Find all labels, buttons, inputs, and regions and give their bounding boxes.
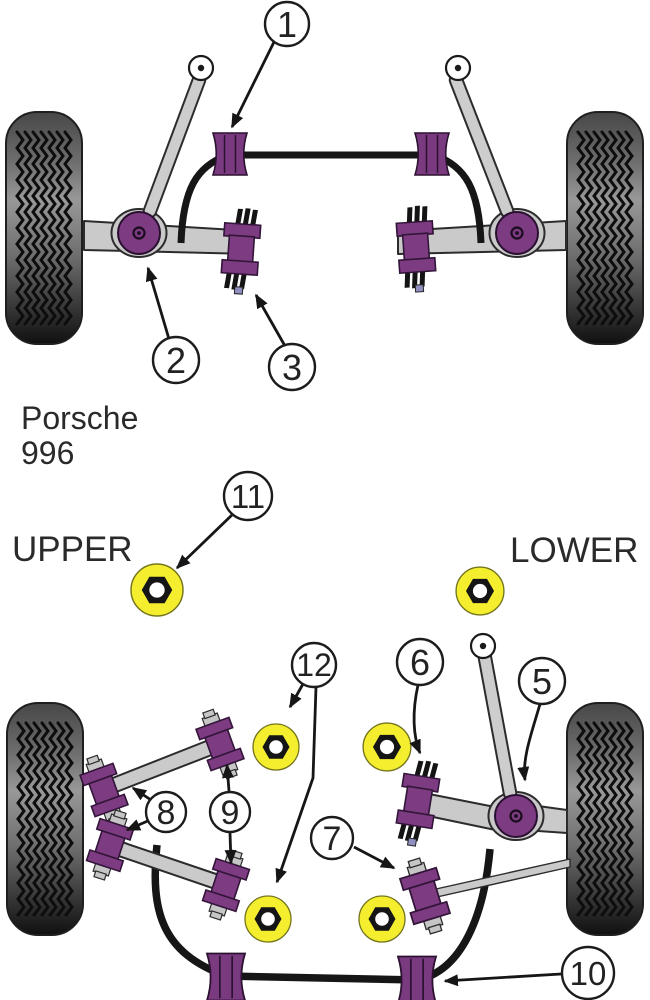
callout-5: 5 [517, 656, 567, 706]
tire-front-right [567, 112, 643, 344]
upper-section-label: UPPER [12, 530, 133, 569]
callout-3: 3 [267, 342, 317, 392]
callout-10-arrow [443, 972, 562, 987]
callout-10-circle [560, 945, 616, 1000]
callout-7-circle [309, 815, 355, 861]
rear-arb-bushing-left [206, 952, 246, 1000]
lower-yellow-nut-bushing [455, 566, 505, 616]
callout-2-number: 2 [166, 340, 186, 381]
rear-anti-roll-bar [151, 844, 494, 984]
callout-12-arrow-short [288, 683, 305, 709]
rear-suspension-illustration [74, 632, 571, 1000]
tire-front-left [6, 112, 82, 344]
callout-1-number: 1 [277, 4, 297, 45]
callout-9-arrow-down [224, 832, 237, 865]
callout-6: 6 [395, 637, 445, 687]
front-left-ball-joint [187, 54, 215, 82]
front-arb-bushing-left [212, 132, 248, 176]
front-left-hub-bushing [116, 210, 162, 256]
callout-1: 1 [263, 0, 311, 48]
front-right-ball-joint [444, 54, 472, 82]
rear-upper-link-arm [99, 737, 223, 797]
callout-11: 11 [222, 470, 274, 522]
vehicle-name-line1: Porsche [21, 400, 138, 436]
callout-11-number: 11 [231, 478, 265, 515]
rear-yellow-nut-lower-left [244, 895, 292, 943]
callout-10: 10 [560, 945, 616, 1000]
callout-9: 9 [208, 790, 252, 834]
rear-hub-bushing [493, 793, 539, 839]
callout-6-circle [395, 637, 445, 687]
callout-5-number: 5 [532, 661, 552, 702]
callout-7-number: 7 [323, 820, 342, 858]
callout-8-circle [144, 790, 188, 834]
rear-drop-link [477, 650, 518, 801]
upper-yellow-nut-bushing [130, 563, 184, 617]
callout-2-arrow [145, 266, 171, 340]
callout-9-number: 9 [221, 794, 240, 832]
callout-3-number: 3 [282, 347, 302, 388]
callout-7: 7 [309, 815, 355, 861]
callout-11-circle [222, 470, 274, 522]
callout-1-arrow [230, 41, 276, 129]
callout-12-arrow-long [275, 686, 318, 884]
tire-rear-left [7, 703, 83, 935]
callout-8-arrow-lower [125, 818, 151, 832]
vehicle-name-line2: 996 [21, 435, 74, 471]
callout-12: 12 [290, 641, 338, 689]
callout-8: 8 [144, 790, 188, 834]
callout-9-circle [208, 790, 252, 834]
callout-5-arrow [517, 703, 542, 782]
front-arb-bushing-right [414, 132, 450, 176]
callout-3-arrow [254, 293, 287, 347]
callout-3-circle [267, 342, 317, 392]
callout-8-number: 8 [157, 794, 176, 832]
front-right-drop-link [448, 72, 515, 219]
callout-10-number: 10 [570, 955, 607, 992]
callout-11-arrow [175, 512, 234, 570]
front-suspension-illustration [83, 54, 567, 296]
callout-2: 2 [151, 335, 201, 385]
callout-9-arrow-up [222, 763, 234, 792]
callout-12-circle [290, 641, 338, 689]
rear-toe-arm [435, 858, 571, 898]
front-left-drop-link [142, 72, 207, 219]
callout-5-circle [517, 656, 567, 706]
rear-arb-bushing-right [397, 955, 437, 1000]
rear-yellow-nut-upper-right [362, 722, 412, 772]
callout-6-number: 6 [410, 642, 430, 683]
rear-yellow-nut-lower-right [358, 895, 406, 943]
callout-2-circle [151, 335, 201, 385]
tire-rear-right [567, 703, 643, 935]
front-right-hub-bushing [494, 210, 540, 256]
callout-12-number: 12 [296, 647, 332, 683]
callout-6-arrow [409, 684, 422, 755]
front-anti-roll-bar [177, 151, 485, 244]
callout-8-arrow-upper [131, 786, 152, 802]
callout-7-arrow [353, 845, 396, 870]
callout-1-circle [263, 0, 311, 48]
lower-section-label: LOWER [510, 531, 638, 570]
rear-yellow-nut-upper-left [252, 723, 300, 771]
rear-ball-joint [469, 632, 497, 660]
